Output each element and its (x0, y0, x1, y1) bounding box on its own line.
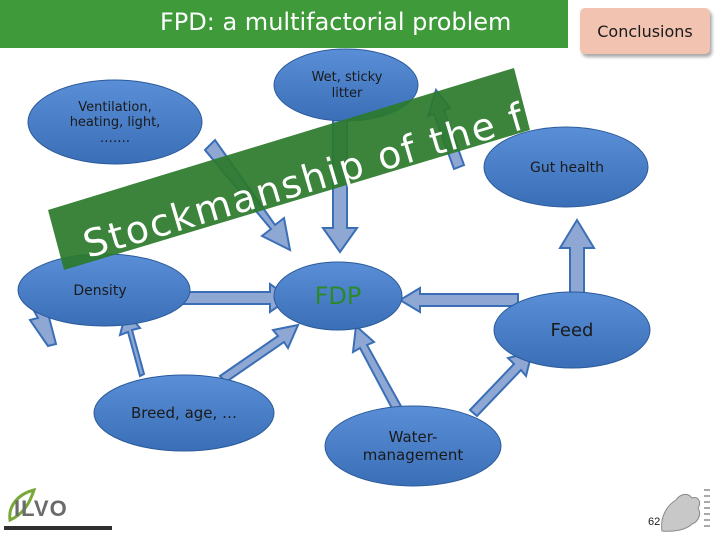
arrow-water-to-fdp (351, 323, 404, 414)
node-feed: Feed (550, 320, 594, 342)
conclusions-button[interactable]: Conclusions (580, 8, 710, 54)
arrow-feed-to-fdp (398, 286, 519, 314)
logo-text: ILVO (14, 496, 68, 521)
node-breed: Breed, age, … (130, 404, 238, 422)
ilvo-logo: ILVO (4, 486, 112, 532)
arrow-water-to-feed (468, 350, 534, 418)
node-gut-health: Gut health (530, 159, 604, 176)
logo-strip (4, 526, 112, 530)
arrow-breed-to-fdp (218, 323, 300, 384)
node-breed-shape (93, 374, 275, 452)
title-bar (0, 0, 568, 48)
node-wet-litter: Wet, sticky litter (311, 70, 383, 101)
node-water: Water- management (362, 428, 464, 464)
node-ventilation-shape (27, 79, 203, 165)
stockmanship-banner (48, 68, 530, 270)
lion-emblem-icon (661, 489, 710, 532)
leaf-icon (8, 487, 37, 523)
arrow-density-to-fdp (179, 282, 292, 314)
node-water-shape (324, 405, 502, 487)
arrow-feed-to-gut (558, 218, 596, 295)
slide-number: 62 (648, 516, 661, 528)
node-fdp-shape (273, 261, 403, 331)
node-feed-shape (493, 291, 651, 369)
node-density: Density (73, 282, 127, 299)
node-fdp: FDP (314, 281, 362, 310)
node-ventilation: Ventilation, heating, light, ……. (69, 99, 161, 146)
slide-title: FPD: a multifactorial problem (160, 8, 512, 36)
node-gut-health-shape (483, 126, 649, 208)
